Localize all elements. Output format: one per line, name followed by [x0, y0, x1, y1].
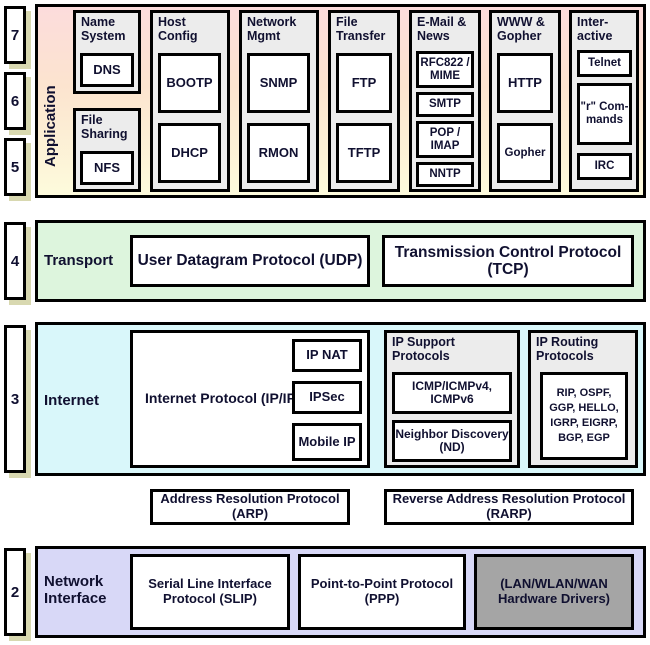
group-title-www-gopher: WWW & Gopher — [497, 15, 545, 43]
protocol-gopher: Gopher — [497, 123, 553, 183]
protocol-neighbor-discovery: Neighbor Discovery (ND) — [392, 420, 512, 462]
protocol-ftp: FTP — [336, 53, 392, 113]
layer-number-7: 7 — [4, 6, 26, 64]
protocol-routing-list: RIP, OSPF, GGP, HELLO, IGRP, EIGRP, BGP,… — [540, 372, 628, 460]
layer-number-4: 4 — [4, 222, 26, 300]
layer-number-5: 5 — [4, 138, 26, 196]
group-title-ip-routing-protocols: IP Routing Protocols — [536, 335, 599, 363]
protocol-tcp: Transmission Control Protocol (TCP) — [382, 235, 634, 287]
group-title-file-transfer: File Transfer — [336, 15, 386, 43]
protocol-rfc822-mime: RFC822 / MIME — [416, 51, 474, 88]
protocol-tftp: TFTP — [336, 123, 392, 183]
protocol-r-commands: "r" Com-mands — [577, 83, 632, 145]
protocol-bootp: BOOTP — [158, 53, 221, 113]
protocol-snmp: SNMP — [247, 53, 310, 113]
protocol-rmon: RMON — [247, 123, 310, 183]
protocol-pop-imap: POP / IMAP — [416, 121, 474, 158]
protocol-hardware-drivers: (LAN/WLAN/WAN Hardware Drivers) — [474, 554, 634, 630]
protocol-dns: DNS — [80, 53, 134, 87]
protocol-slip: Serial Line Interface Protocol (SLIP) — [130, 554, 290, 630]
group-title-network-mgmt: Network Mgmt — [247, 15, 297, 43]
layer-number-3: 3 — [4, 325, 26, 473]
internet-layer-label: Internet — [44, 392, 100, 409]
protocol-ipsec: IPSec — [292, 381, 362, 414]
network-interface-layer-label: Network Interface — [44, 573, 107, 608]
layer-number-6: 6 — [4, 72, 26, 130]
transport-layer-label: Transport — [44, 252, 114, 269]
protocol-ip-nat: IP NAT — [292, 339, 362, 372]
group-title-host-config: Host Config — [158, 15, 198, 43]
protocol-udp: User Datagram Protocol (UDP) — [130, 235, 370, 287]
group-title-name-system: Name System — [81, 15, 126, 43]
protocol-rarp: Reverse Address Resolution Protocol (RAR… — [384, 489, 634, 525]
layer-number-2: 2 — [4, 548, 26, 636]
protocol-irc: IRC — [577, 153, 632, 180]
protocol-nfs: NFS — [80, 151, 134, 185]
protocol-dhcp: DHCP — [158, 123, 221, 183]
group-title-ip-support-protocols: IP Support Protocols — [392, 335, 455, 363]
application-layer-label: Application — [42, 85, 59, 167]
protocol-nntp: NNTP — [416, 162, 474, 187]
group-title-email-news: E-Mail & News — [417, 15, 467, 43]
protocol-arp: Address Resolution Protocol (ARP) — [150, 489, 350, 525]
protocol-smtp: SMTP — [416, 92, 474, 117]
protocol-ppp: Point-to-Point Protocol (PPP) — [298, 554, 466, 630]
protocol-icmp: ICMP/ICMPv4, ICMPv6 — [392, 372, 512, 414]
group-title-file-sharing: File Sharing — [81, 113, 128, 141]
protocol-mobile-ip: Mobile IP — [292, 423, 362, 461]
protocol-http: HTTP — [497, 53, 553, 113]
group-title-interactive: Inter-active — [577, 15, 613, 43]
protocol-telnet: Telnet — [577, 50, 632, 77]
